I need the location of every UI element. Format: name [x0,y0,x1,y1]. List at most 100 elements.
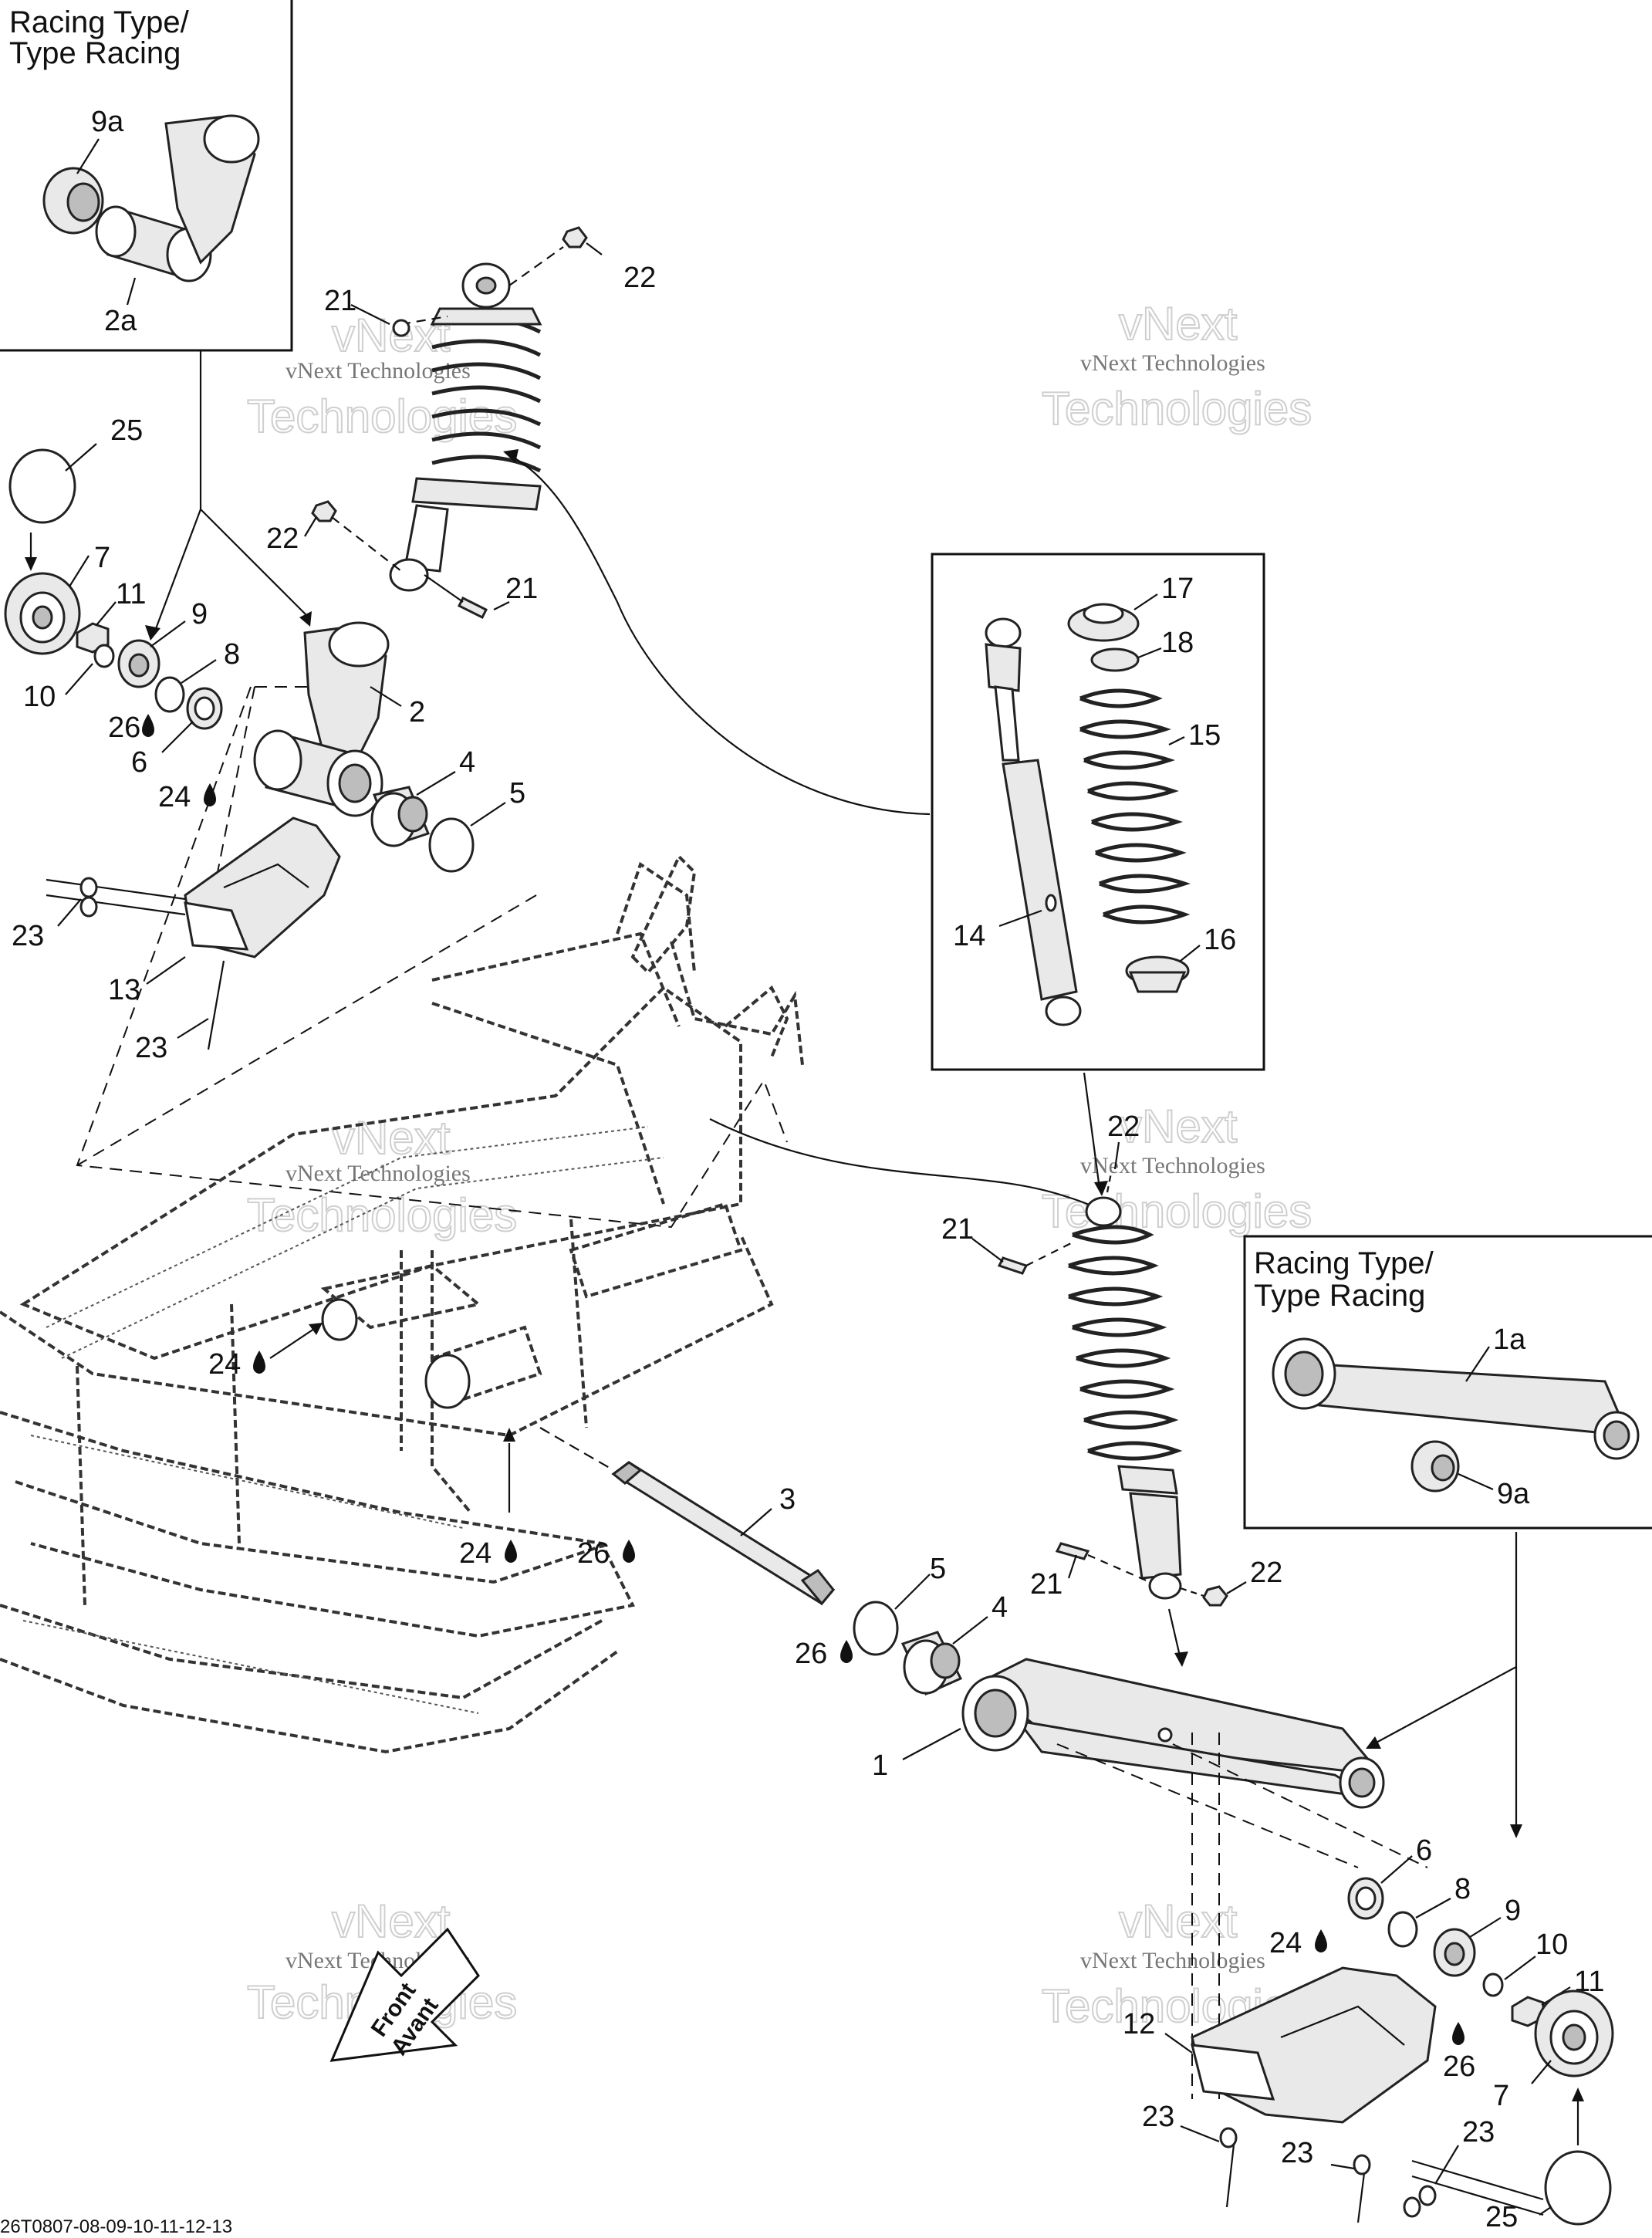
bearing-4-icon [900,1631,963,1695]
ring-5-icon [853,1601,899,1656]
callout-17: 17 [1161,573,1194,605]
lower-hub-assembly: 6 8 9 24 10 11 26 7 25 [1269,1834,1614,2233]
drawing-reference: 26T0807-08-09-10-11-12-13 [0,2216,232,2237]
bump-stop-16-icon [1125,955,1190,993]
ring-25-icon [8,448,76,524]
racing-type-title-line1: Racing Type/ [1254,1246,1434,1280]
callout-26: 26 [1443,2050,1475,2083]
lower-arm-1-icon [961,1658,1385,1809]
front-arrow-icon [329,1927,480,2062]
grease-drop-icon [505,1540,517,1563]
callout-25: 25 [110,414,143,447]
racing-type-title-line1: Racing Type/ [9,5,190,39]
washer-10-icon [93,644,115,668]
callout-6: 6 [1416,1834,1432,1867]
callout-22: 22 [1250,1557,1282,1589]
grease-drop-icon [204,783,216,806]
racing-type-title-line2: Type Racing [1254,1279,1425,1313]
callout-4: 4 [992,1591,1008,1624]
racing-type-box-top-left: Racing Type/ Type Racing 9a 2a [0,0,293,352]
ring-8-icon [1387,1911,1418,1948]
callout-9: 9 [191,598,208,630]
callout-5: 5 [509,777,525,810]
washer-10-icon [1482,1973,1504,1997]
hub-7-icon [4,572,81,655]
grease-drop-icon [1452,2022,1465,2045]
callout-21: 21 [505,573,538,605]
watermark-line2: Technologies [247,1189,517,1241]
callout-21: 21 [941,1213,974,1246]
shock-detail-box: 14 17 18 15 16 [931,553,1265,1071]
front-direction-arrow: Front Avant [329,1927,480,2062]
callout-2a: 2a [104,305,137,337]
callout-9: 9 [1505,1895,1521,1927]
watermark-small: vNext Technologies [1080,1153,1265,1178]
arm-housing-2a-icon [95,114,260,282]
clip-18-icon [1090,647,1140,672]
watermark-top-right: vNext Technologies vNext Technologies [1041,297,1312,435]
callout-23: 23 [1462,2116,1495,2148]
skid-plate-12-icon [1191,1966,1437,2124]
callout-24: 24 [459,1537,492,1570]
callout-23: 23 [12,920,44,952]
watermark-line1: vNext [1119,1895,1238,1947]
ring-8-icon [154,676,185,713]
watermark-mid-right: vNext Technologies vNext Technologies [1041,1100,1312,1238]
bushing-9a-icon [42,167,104,235]
callout-8: 8 [224,638,240,671]
callout-24: 24 [158,781,191,813]
callout-8: 8 [1454,1873,1471,1905]
callout-18: 18 [1161,627,1194,659]
callout-1: 1 [872,1749,888,1782]
ring-25-icon [1544,2150,1612,2226]
watermark-small: vNext Technologies [285,1161,471,1186]
bushing-9a-right-icon [1410,1440,1460,1493]
watermark-line2: Technologies [1042,1185,1312,1237]
callout-24: 24 [1269,1927,1302,1959]
grease-drop-icon [623,1540,635,1563]
callout-23: 23 [1142,2101,1174,2133]
callout-6: 6 [131,746,147,779]
callout-22: 22 [266,522,299,555]
callout-15: 15 [1188,719,1221,752]
bearing-4-icon [370,786,431,847]
grease-drop-icon [253,1351,265,1374]
top-shock-absorber-icon [389,262,542,592]
callout-9a: 9a [91,106,124,138]
callout-21: 21 [1030,1568,1062,1601]
callout-3: 3 [779,1483,796,1516]
callout-2: 2 [409,696,425,729]
watermark-line1: vNext [1119,1100,1238,1152]
callout-9a: 9a [1497,1478,1530,1510]
watermark-small: vNext Technologies [1080,350,1265,376]
callout-1a: 1a [1493,1324,1526,1356]
callout-22: 22 [623,262,656,294]
callout-11: 11 [116,578,146,610]
callout-22: 22 [1107,1111,1140,1143]
ring-5-icon [428,817,475,873]
watermark-line1: vNext [332,309,451,361]
callout-7: 7 [1493,2080,1509,2112]
callout-14: 14 [953,920,985,952]
watermark-line2: Technologies [1042,383,1312,434]
shock-body-14-icon [985,617,1082,1026]
callout-10: 10 [1535,1929,1568,1961]
watermark-mid-left: vNext Technologies vNext Technologies [246,1111,518,1242]
callout-5: 5 [930,1553,946,1585]
callout-7: 7 [94,542,110,574]
grease-drop-icon [1315,1929,1327,1952]
spring-seat-17-icon [1067,603,1140,642]
upper-arm-2-icon [208,621,390,919]
callout-10: 10 [23,681,56,713]
racing-type-box-right: Racing Type/ Type Racing 1a 9a [1243,1235,1652,1530]
bearing-9-icon [117,639,160,688]
callout-23: 23 [1281,2137,1313,2169]
watermark-small: vNext Technologies [1080,1948,1265,1973]
callout-4: 4 [459,746,475,779]
watermark-small: vNext Technologies [285,358,471,384]
grease-drop-icon [142,714,154,737]
racing-type-title-line2: Type Racing [9,36,181,70]
arm-1a-icon [1272,1337,1640,1460]
lower-shock-absorber-icon [1068,1196,1183,1600]
